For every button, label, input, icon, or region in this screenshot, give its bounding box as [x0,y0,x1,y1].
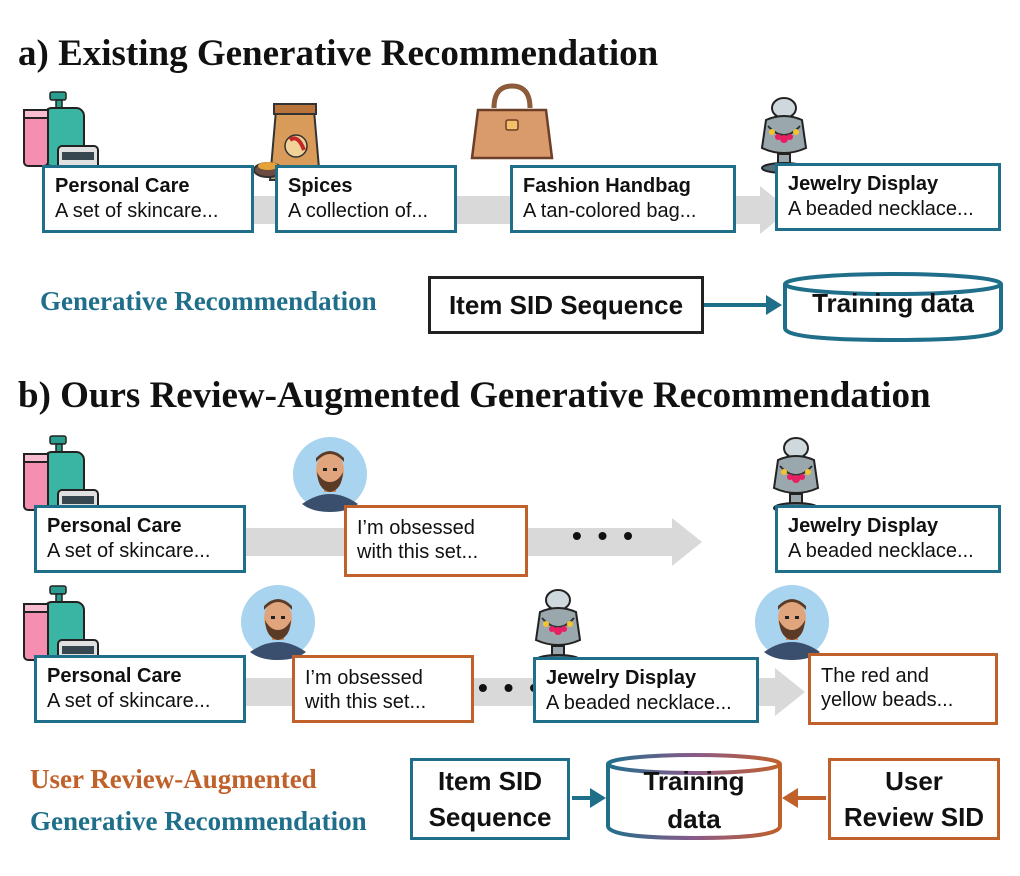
train-line: Training [643,766,745,796]
review-line: The red and [821,665,929,687]
training-data-label: Training data [608,762,780,838]
seq-line: Sequence [428,802,552,832]
item-desc: A beaded necklace... [788,540,974,562]
item-card-jewelry-display: Jewelry Display A beaded necklace... [533,657,759,723]
item-title: Personal Care [47,665,182,687]
item-card-fashion-handbag: Fashion Handbag A tan-colored bag... [510,165,736,233]
item-card-jewelry-display: Jewelry Display A beaded necklace... [775,163,1001,231]
item-title: Personal Care [47,515,182,537]
item-title: Fashion Handbag [523,175,691,197]
item-title: Spices [288,175,353,197]
review-sid-line: Review SID [843,802,985,832]
seq-line: Item SID [437,766,543,796]
item-desc: A set of skincare... [55,200,219,222]
review-line: I’m obsessed [305,667,423,689]
item-card-personal-care: Personal Care A set of skincare... [34,505,246,573]
item-sid-sequence-box: Item SID Sequence [428,276,704,334]
item-desc: A beaded necklace... [546,692,732,714]
train-line: data [667,804,721,834]
flow-label-generative: Generative Recommendation [40,286,377,316]
training-data-label: Training data [812,288,974,318]
item-desc: A set of skincare... [47,690,211,712]
item-title: Jewelry Display [788,515,939,537]
review-card: The red and yellow beads... [808,653,998,725]
review-card: I’m obsessed with this set... [344,505,528,577]
ellipsis: • • • [478,672,543,703]
section-a-heading: a) Existing Generative Recommendation [18,33,659,74]
review-line: yellow beads... [821,689,954,711]
item-title: Jewelry Display [546,667,697,689]
item-title: Personal Care [55,175,190,197]
item-title: Jewelry Display [788,173,939,195]
review-line: I’m obsessed [357,517,475,539]
section-b-heading: b) Ours Review-Augmented Generative Reco… [18,375,931,416]
item-desc: A tan-colored bag... [523,200,697,222]
item-desc: A beaded necklace... [788,198,974,220]
flow-label-review-augmented: User Review-Augmented [30,764,317,794]
ellipsis: • • • [572,520,637,551]
item-sid-sequence-box: Item SID Sequence [410,758,570,840]
review-line: with this set... [357,541,479,563]
review-line: with this set... [305,691,427,713]
item-desc: A collection of... [288,200,429,222]
item-desc: A set of skincare... [47,540,211,562]
item-card-personal-care: Personal Care A set of skincare... [34,655,246,723]
item-card-spices: Spices A collection of... [275,165,457,233]
item-card-personal-care: Personal Care A set of skincare... [42,165,254,233]
item-card-jewelry-display: Jewelry Display A beaded necklace... [775,505,1001,573]
review-card: I’m obsessed with this set... [292,655,474,723]
user-review-sid-box: User Review SID [828,758,1000,840]
review-sid-line: User [885,766,943,796]
flow-label-generative: Generative Recommendation [30,806,367,836]
